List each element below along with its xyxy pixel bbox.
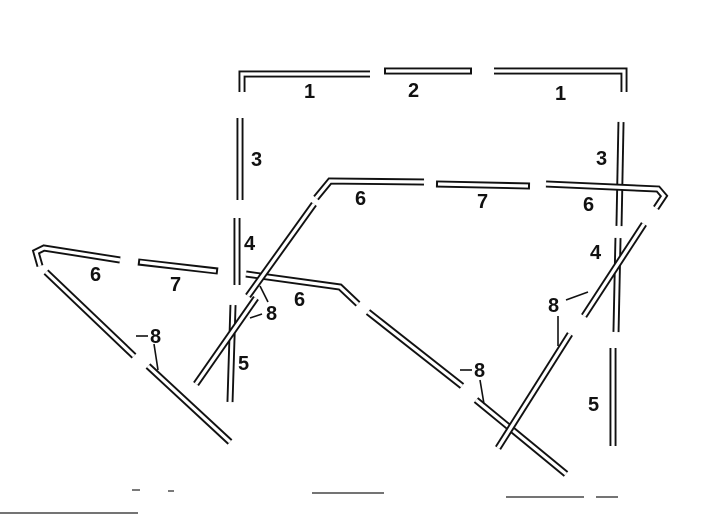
part-8-brace-4 [193,295,259,387]
part-8-brace-3 [245,201,317,299]
label-part-3-left: 3 [251,149,262,171]
label-part-8-d: 8 [548,295,559,317]
part-5-left [226,304,237,403]
label-part-7-left: 7 [170,274,181,296]
label-part-8-b: 8 [266,303,277,325]
leader-8-f [479,379,485,405]
part-6-middle-left [313,177,425,201]
label-part-6-middle-left: 6 [355,188,366,210]
leader-8-g [565,291,589,301]
label-part-2: 2 [408,80,419,102]
label-part-4-left: 4 [244,233,256,255]
part-6-center [245,270,361,307]
part-4-right [612,237,622,333]
label-part-8-c: 8 [474,360,485,382]
part-8-brace-5 [365,309,465,389]
leader-8-c [249,313,263,319]
part-6-left [31,244,121,267]
label-part-6-center: 6 [294,289,305,311]
label-part-7-middle: 7 [477,191,488,213]
part-8-brace-6 [473,397,569,477]
part-8-brace-7 [495,332,573,450]
label-part-6-left: 6 [90,264,101,286]
part-1-right [494,67,628,92]
label-part-4-right: 4 [590,242,602,264]
part-7-left [137,258,219,275]
label-part-5-left: 5 [238,353,249,375]
label-part-1-left: 1 [304,81,315,103]
part-8-brace-8 [581,222,647,318]
label-part-5-right: 5 [588,394,599,416]
label-part-1-right: 1 [555,83,566,105]
label-part-3-right: 3 [596,148,607,170]
part-6-middle-right [545,180,669,210]
label-part-6-middle-right: 6 [583,194,594,216]
label-part-8-a: 8 [150,326,161,348]
part-8-brace-1 [43,269,137,359]
part-8-brace-2 [145,363,233,445]
part-1-left [238,70,370,92]
leader-8-b [153,343,159,371]
part-3-right [615,121,625,227]
part-7-middle [435,180,531,190]
scan-artifacts [0,489,618,514]
leader-8-d [259,285,269,303]
